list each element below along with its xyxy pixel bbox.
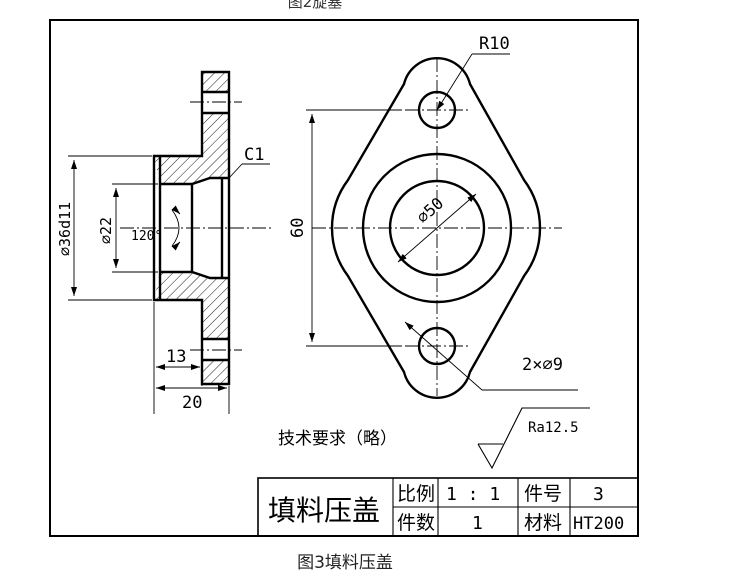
roughness-value: Ra12.5 [528, 420, 579, 436]
item-no-value: 3 [593, 484, 604, 505]
previous-figure-caption: 图2旋塞 [287, 0, 343, 11]
item-no-label: 件号 [524, 483, 562, 505]
tech-requirements-note: 技术要求（略） [278, 429, 397, 449]
top-view: R10 ⌀50 60 2×⌀9 [288, 34, 578, 399]
flange-outline [330, 57, 542, 399]
height-13-label: 13 [166, 347, 186, 367]
material-label: 材料 [524, 512, 562, 534]
title-block: 填料压盖 比例 1 : 1 件号 3 件数 1 材料 HT200 [257, 477, 639, 537]
drawing-border [49, 19, 639, 537]
total-height-label: 20 [182, 393, 202, 413]
center-distance-label: 60 [288, 218, 308, 238]
boss-diameter-label: ⌀50 [413, 194, 447, 227]
outer-diameter-label: ⌀36d11 [56, 202, 74, 256]
section-view: 120° C1 ⌀36d11 ⌀22 13 20 [56, 70, 272, 414]
quantity-label: 件数 [397, 512, 435, 534]
bore-diameter-label: ⌀22 [97, 217, 115, 244]
figure-caption: 图3填料压盖 [297, 553, 393, 573]
quantity-value: 1 [472, 513, 483, 534]
part-name: 填料压盖 [268, 494, 380, 527]
scale-label: 比例 [397, 483, 435, 505]
countersink-angle-label: 120° [131, 229, 162, 244]
holes-label: 2×⌀9 [522, 355, 563, 375]
scale-value: 1 : 1 [446, 484, 500, 505]
roughness-symbol: Ra12.5 [477, 407, 590, 470]
radius-label: R10 [479, 34, 510, 54]
material-value: HT200 [573, 514, 624, 534]
chamfer-label: C1 [244, 145, 264, 165]
